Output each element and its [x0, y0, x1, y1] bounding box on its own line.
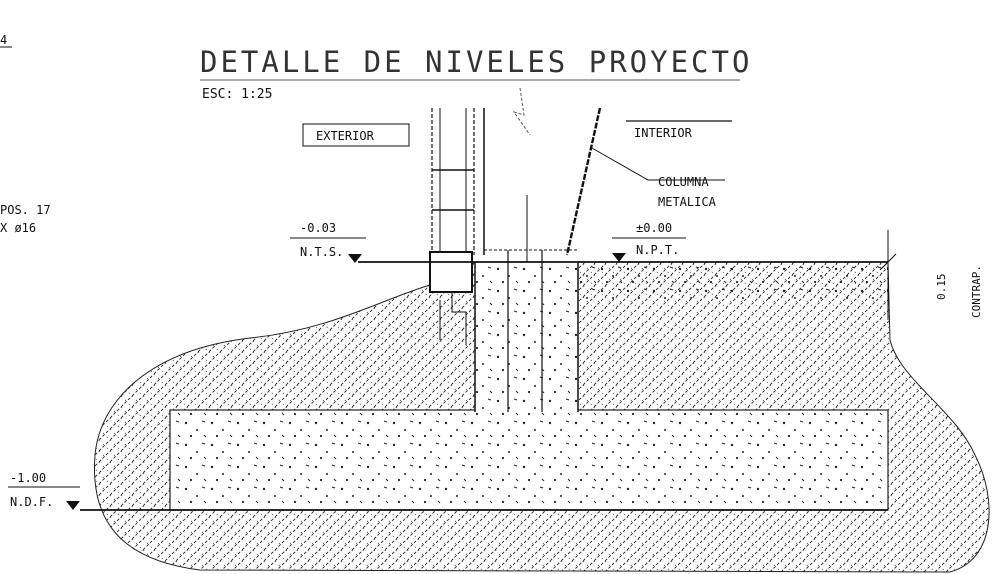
exterior-label-box — [302, 123, 410, 147]
column-pier-fill — [475, 262, 578, 412]
column-label-line2: METALICA — [658, 195, 717, 209]
exterior-label: EXTERIOR — [316, 129, 375, 143]
dimension-label: CONTRAP. — [970, 265, 983, 318]
metal-column — [565, 107, 602, 256]
slab-dimension: 0.15 CONTRAP. — [879, 230, 983, 320]
left-note-line2: X ø16 — [0, 221, 36, 235]
interior-label: INTERIOR — [634, 126, 693, 140]
exterior-level-value: -0.03 — [300, 221, 336, 235]
interior-level-value: ±0.00 — [636, 221, 672, 235]
foundation-level-marker: -1.00 N.D.F. — [8, 471, 888, 511]
exterior-wall — [431, 108, 485, 255]
drawing-title: DETALLE DE NIVELES PROYECTO — [200, 45, 752, 79]
column-leader-line — [591, 147, 725, 181]
interior-level-tag: N.P.T. — [636, 243, 679, 257]
left-note-line1: POS. 17 — [0, 203, 51, 217]
foundation-level-tag: N.D.F. — [10, 495, 53, 509]
scale-note: ESC: 1:25 — [202, 87, 272, 102]
exterior-level-marker: -0.03 N.T.S. — [290, 221, 366, 263]
dimension-value: 0.15 — [935, 274, 948, 301]
wall-base-detail — [439, 292, 467, 345]
interior-level-marker: ±0.00 N.P.T. — [612, 221, 686, 262]
column-label-line1: COLUMNA — [658, 175, 709, 189]
footing-aggregate — [172, 412, 886, 508]
edge-label: 4 — [0, 33, 7, 47]
foundation-level-value: -1.00 — [10, 471, 46, 485]
exterior-level-tag: N.T.S. — [300, 245, 343, 259]
wall-base-block — [429, 251, 473, 293]
break-line — [512, 87, 531, 136]
